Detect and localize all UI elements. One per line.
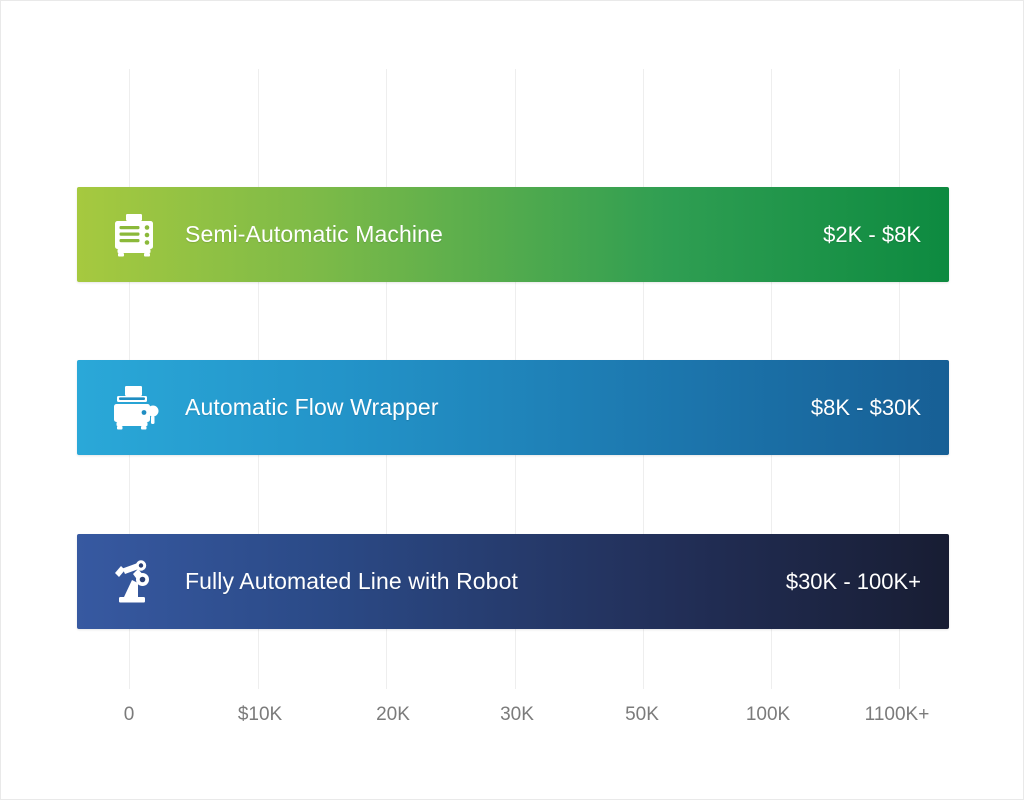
bar-label: Automatic Flow Wrapper (185, 394, 439, 420)
packaging-machine-icon (105, 206, 163, 264)
bar-value: $30K - 100K+ (785, 568, 921, 594)
bar-label: Fully Automated Line with Robot (185, 568, 518, 594)
axis-tick-label: 0 (123, 704, 135, 725)
bar-row[interactable]: Automatic Flow Wrapper $8K - $30K (77, 360, 949, 455)
robot-arm-icon (105, 553, 163, 611)
x-axis: 0 $10K 20K 30K 50K 100K 1100K+ (1, 704, 1023, 738)
bar-row[interactable]: Semi-Automatic Machine $2K - $8K (77, 187, 949, 282)
axis-tick-label: 100K (745, 704, 791, 725)
flow-wrapper-icon (105, 379, 163, 437)
axis-tick-label: 50K (625, 704, 659, 725)
bar-label: Semi-Automatic Machine (185, 221, 443, 247)
bar-value: $8K - $30K (810, 394, 921, 420)
axis-tick-label: 1100K+ (864, 704, 930, 725)
bar-value: $2K - $8K (823, 221, 921, 247)
bar-row[interactable]: Fully Automated Line with Robot $30K - 1… (77, 534, 949, 629)
axis-tick-label: 20K (376, 704, 410, 725)
axis-tick-label: $10K (237, 704, 283, 725)
axis-tick-label: 30K (500, 704, 534, 725)
